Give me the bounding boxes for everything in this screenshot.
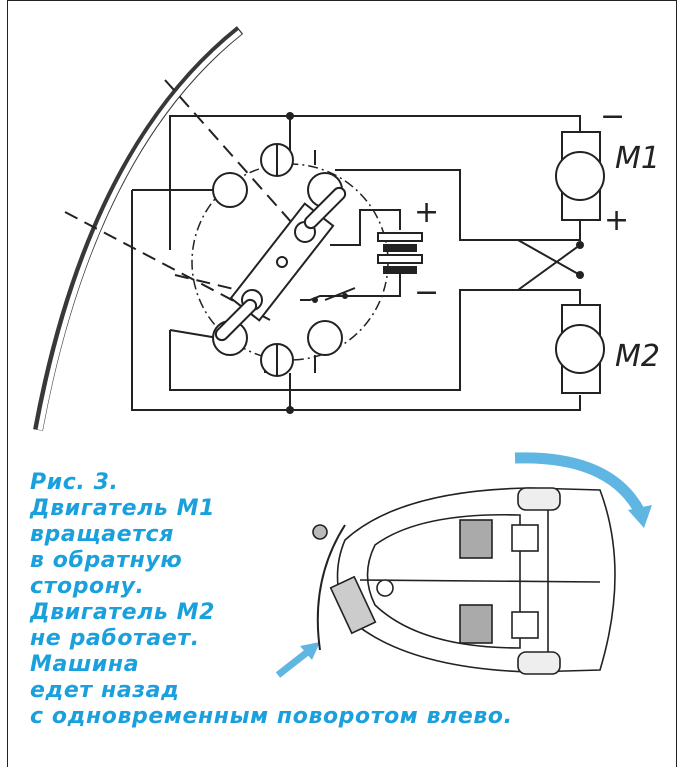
caption-line: Рис. 3. <box>30 470 119 495</box>
wheel-top <box>517 487 561 511</box>
caption-line: с одновременным поворотом влево. <box>30 704 513 729</box>
figure-caption: Рис. 3. Двигатель М1 вращается в обратну… <box>30 470 590 730</box>
caption-line: не работает. <box>30 626 200 651</box>
motor-m2 <box>555 304 605 394</box>
battery <box>377 232 423 274</box>
battery-plus-sign: + <box>414 195 439 230</box>
push-arrow <box>275 647 313 678</box>
caption-line: Машина <box>30 652 140 677</box>
battery-minus-sign: − <box>414 275 439 310</box>
wheel-bottom <box>517 651 561 675</box>
motor-m2-label: M2 <box>615 339 660 374</box>
motor-m1-label: M1 <box>615 141 660 176</box>
caption-line: едет назад <box>30 678 180 703</box>
motor-plus-sign: + <box>604 203 629 238</box>
figure-border <box>7 0 677 767</box>
motor-minus-sign: − <box>600 99 625 134</box>
caption-line: в обратную <box>30 548 183 573</box>
caption-line: вращается <box>30 522 174 547</box>
caption-line: сторону. <box>30 574 145 599</box>
turn-arrow <box>514 452 645 515</box>
caption-line: Двигатель М1 <box>30 496 216 521</box>
caption-line: Двигатель М2 <box>30 600 216 625</box>
motor-m1 <box>555 131 605 221</box>
contact-bar <box>214 186 347 342</box>
